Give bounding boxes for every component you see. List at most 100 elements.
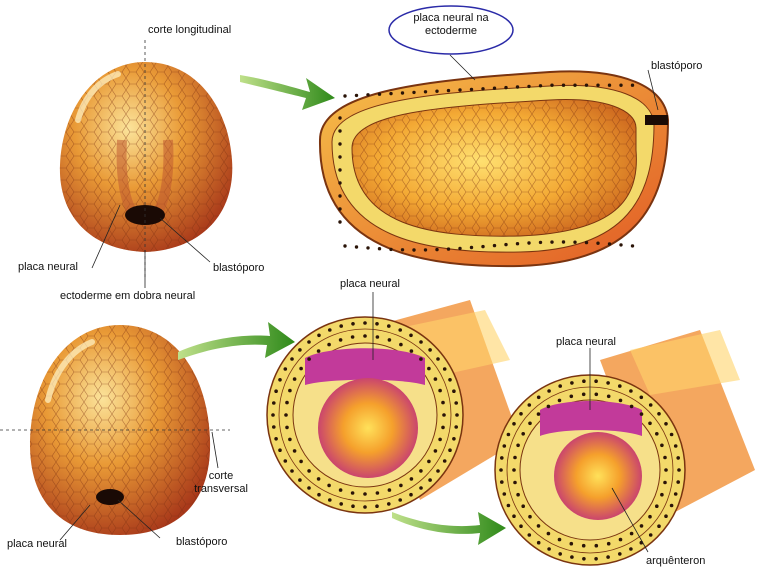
cell-nucleus (618, 384, 622, 388)
cell-nucleus (669, 503, 674, 508)
cell-nucleus (343, 244, 347, 248)
cell-nucleus (521, 432, 525, 436)
label-blastoporo-top-left: blastóporo (213, 262, 265, 274)
cell-nucleus (427, 366, 431, 371)
cell-nucleus (409, 349, 414, 353)
cell-nucleus (648, 533, 653, 537)
cell-nucleus (438, 437, 442, 442)
cell-nucleus (316, 477, 321, 481)
cell-nucleus (283, 367, 288, 371)
cell-nucleus (458, 88, 462, 92)
leader-lines (59, 54, 659, 553)
cell-nucleus (519, 412, 523, 416)
cell-nucleus (412, 248, 416, 252)
cell-nucleus (550, 240, 554, 244)
cell-nucleus (339, 502, 344, 506)
cell-nucleus (363, 492, 367, 496)
label-ectoderme-em-dobra-neural: ectoderme em dobra neural (60, 290, 196, 302)
cell-nucleus (419, 486, 423, 490)
cell-nucleus (527, 533, 532, 537)
cell-nucleus (284, 413, 288, 417)
cell-nucleus (448, 448, 452, 453)
cell-nucleus (452, 437, 456, 441)
cell-nucleus (442, 367, 447, 371)
cell-nucleus (458, 246, 462, 251)
cell-nucleus (663, 455, 667, 460)
cell-nucleus (584, 240, 589, 245)
cell-nucleus (435, 247, 439, 252)
cell-nucleus (515, 85, 520, 89)
cell-nucleus (596, 83, 600, 87)
cell-nucleus (655, 432, 659, 436)
cell-nucleus (448, 378, 452, 382)
cell-nucleus (573, 83, 577, 87)
cell-nucleus (660, 443, 664, 448)
cell-nucleus (433, 377, 438, 381)
cell-nucleus (409, 492, 413, 497)
cell-nucleus (409, 477, 414, 481)
cell-nucleus (594, 543, 599, 548)
cell-nucleus (569, 541, 574, 546)
cell-nucleus (389, 247, 393, 252)
cell-nucleus (513, 455, 517, 460)
cell-nucleus (594, 557, 598, 561)
cell-nucleus (317, 492, 321, 497)
cell-nucleus (375, 491, 380, 495)
cell-nucleus (528, 421, 532, 426)
cell-nucleus (481, 87, 485, 91)
cell-nucleus (428, 478, 432, 482)
cell-nucleus (569, 394, 574, 399)
cell-nucleus (673, 444, 678, 448)
cell-nucleus (519, 524, 523, 528)
cell-nucleus (499, 468, 503, 472)
cell-nucleus (492, 243, 497, 248)
cell-nucleus (547, 547, 551, 551)
cell-nucleus (536, 540, 541, 545)
cell-nucleus (664, 422, 668, 426)
cell-nucleus (506, 503, 511, 508)
cell-nucleus (442, 459, 447, 463)
cell-nucleus (283, 459, 288, 463)
cell-nucleus (433, 449, 438, 453)
cell-nucleus (648, 514, 652, 519)
cell-nucleus (350, 491, 355, 495)
cell-nucleus (366, 246, 370, 250)
cell-nucleus (423, 90, 428, 94)
cell-nucleus (630, 83, 635, 87)
cell-nucleus (307, 340, 311, 344)
cell-nucleus (375, 335, 380, 339)
cell-nucleus (307, 486, 311, 490)
cell-nucleus (272, 425, 276, 429)
cell-nucleus (338, 220, 342, 224)
cell-nucleus (428, 348, 432, 352)
cell-nucleus (338, 181, 342, 185)
cell-nucleus (409, 333, 413, 338)
cell-nucleus (446, 88, 451, 93)
cell-nucleus (452, 389, 456, 394)
cell-nucleus (629, 547, 633, 551)
cell-nucleus (557, 537, 562, 542)
transverse-section-middle (266, 300, 520, 514)
cell-nucleus (400, 248, 405, 252)
cell-nucleus (639, 412, 644, 416)
label-corte: corte (208, 470, 234, 482)
cell-nucleus (299, 459, 303, 464)
cell-nucleus (506, 432, 511, 437)
cell-nucleus (441, 425, 445, 430)
arrow-top (240, 75, 335, 110)
cell-nucleus (363, 505, 367, 509)
label-placa-neural-top-left: placa neural (18, 261, 78, 273)
cell-nucleus (398, 328, 403, 332)
label-placa-neural-middle: placa neural (340, 278, 400, 290)
cell-nucleus (387, 338, 392, 342)
label-arquenteron: arquênteron (646, 555, 706, 567)
cell-nucleus (338, 116, 342, 120)
cell-nucleus (316, 349, 321, 353)
cell-nucleus (573, 240, 577, 244)
cell-nucleus (435, 89, 439, 93)
cell-nucleus (298, 478, 302, 482)
cell-nucleus (419, 340, 423, 344)
cell-nucleus (285, 400, 289, 405)
cell-nucleus (278, 448, 282, 453)
